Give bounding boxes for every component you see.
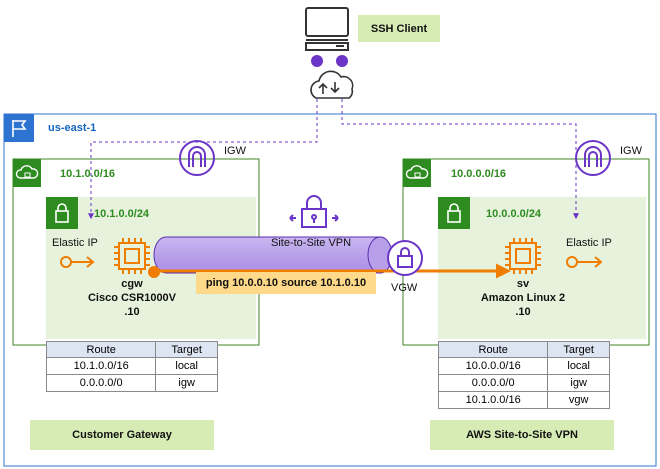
route-cell: 0.0.0.0/0 bbox=[45, 374, 157, 392]
left-igw-icon bbox=[179, 140, 215, 176]
cgw-type: Cisco CSR1000V bbox=[87, 292, 177, 304]
left-subnet-lock-icon bbox=[46, 197, 78, 229]
right-subnet-cidr: 10.0.0.0/24 bbox=[486, 208, 542, 220]
cgw-name: cgw bbox=[121, 278, 143, 290]
right-elastic-ip-label: Elastic IP bbox=[566, 237, 612, 249]
target-cell: igw bbox=[155, 374, 218, 392]
route-cell: 10.0.0.0/16 bbox=[437, 357, 549, 375]
region-flag-icon bbox=[4, 114, 34, 142]
ping-command-label: ping 10.0.0.10 source 10.1.0.10 bbox=[196, 272, 376, 294]
left-route-header-target: Target bbox=[155, 341, 218, 358]
internet-cloud-icon bbox=[310, 70, 354, 99]
route-cell: 10.1.0.0/16 bbox=[45, 357, 157, 375]
vgw-icon bbox=[387, 240, 423, 276]
table-row: 10.1.0.0/16 local bbox=[45, 357, 218, 375]
ssh-path-right bbox=[341, 93, 579, 220]
right-route-header-route: Route bbox=[437, 341, 549, 358]
right-route-header-target: Target bbox=[547, 341, 610, 358]
route-cell: 0.0.0.0/0 bbox=[437, 374, 549, 392]
target-cell: local bbox=[155, 357, 218, 375]
region-boundary bbox=[3, 113, 657, 467]
cgw-ip: .10 bbox=[124, 306, 140, 318]
vpn-label: Site-to-Site VPN bbox=[271, 237, 352, 249]
ssh-client-computer-icon bbox=[305, 7, 349, 51]
table-row: 10.1.0.0/16 vgw bbox=[437, 391, 610, 409]
left-elastic-ip-icon bbox=[60, 256, 95, 268]
left-vpc-cloud-icon bbox=[13, 159, 41, 187]
table-row: 10.0.0.0/16 local bbox=[437, 357, 610, 375]
route-cell: 10.1.0.0/16 bbox=[437, 391, 549, 409]
right-elastic-ip-icon bbox=[566, 256, 603, 268]
ssh-dot-left bbox=[311, 55, 323, 67]
left-elastic-ip-label: Elastic IP bbox=[52, 237, 98, 249]
right-vpc-cloud-icon bbox=[403, 159, 431, 187]
vpn-lock-icon bbox=[289, 195, 339, 228]
table-row: 0.0.0.0/0 igw bbox=[45, 374, 218, 392]
sv-ip: .10 bbox=[515, 306, 531, 318]
ping-start-dot bbox=[148, 266, 160, 278]
right-subnet-area bbox=[438, 197, 646, 339]
target-cell: vgw bbox=[547, 391, 610, 409]
right-route-table-header: Route Target bbox=[437, 341, 610, 358]
target-cell: local bbox=[547, 357, 610, 375]
left-vpc-cidr: 10.1.0.0/16 bbox=[60, 168, 116, 180]
sv-name: sv bbox=[516, 278, 530, 290]
left-route-table-header: Route Target bbox=[45, 341, 218, 358]
right-igw-icon bbox=[575, 140, 611, 176]
ssh-dot-right bbox=[336, 55, 348, 67]
aws-site-to-site-vpn-label: AWS Site-to-Site VPN bbox=[430, 420, 614, 450]
left-route-header-route: Route bbox=[45, 341, 157, 358]
left-route-table: Route Target 10.1.0.0/16 local 0.0.0.0/0… bbox=[45, 341, 218, 392]
right-igw-label: IGW bbox=[620, 145, 642, 157]
left-igw-label: IGW bbox=[224, 145, 246, 157]
right-subnet-lock-icon bbox=[438, 197, 470, 229]
left-subnet-cidr: 10.1.0.0/24 bbox=[94, 208, 150, 220]
vgw-label: VGW bbox=[391, 282, 418, 294]
target-cell: igw bbox=[547, 374, 610, 392]
right-vpc-cidr: 10.0.0.0/16 bbox=[451, 168, 507, 180]
cgw-chip-icon bbox=[114, 238, 150, 274]
table-row: 0.0.0.0/0 igw bbox=[437, 374, 610, 392]
ssh-client-label: SSH Client bbox=[358, 15, 440, 42]
sv-type: Amazon Linux 2 bbox=[480, 292, 566, 304]
sv-chip-icon bbox=[505, 238, 541, 274]
region-label: us-east-1 bbox=[48, 122, 97, 134]
customer-gateway-label: Customer Gateway bbox=[30, 420, 214, 450]
right-route-table: Route Target 10.0.0.0/16 local 0.0.0.0/0… bbox=[437, 341, 610, 409]
